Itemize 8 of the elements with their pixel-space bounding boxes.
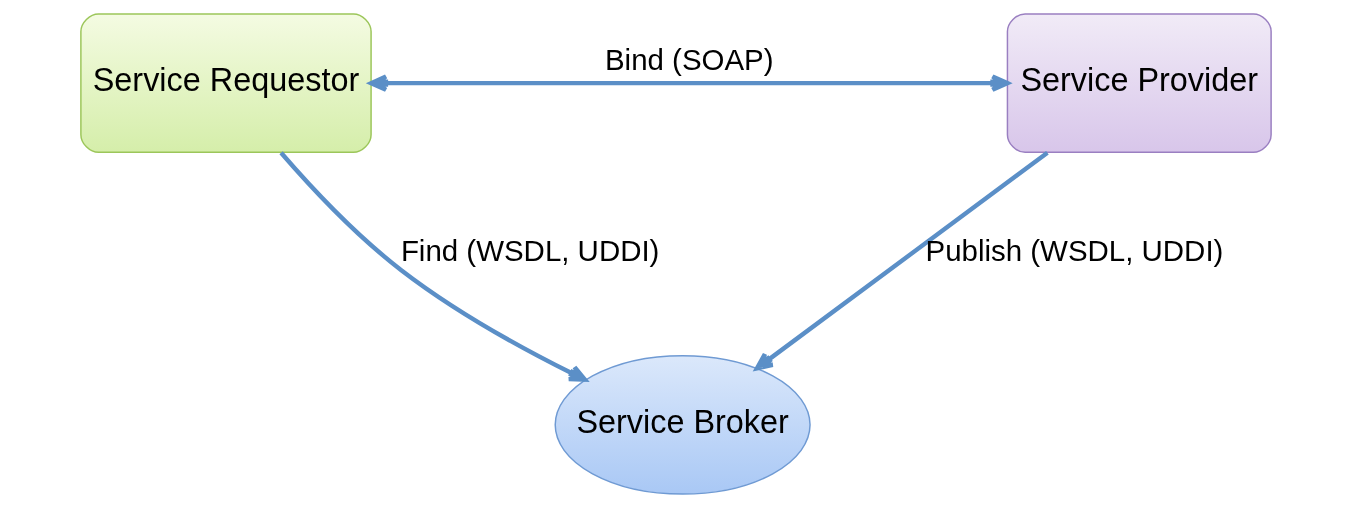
node-ellipse: Service Broker (553, 354, 811, 495)
node-box: Service Provider (1006, 13, 1272, 154)
edge-label: Find (WSDL, UDDI) (400, 234, 659, 268)
node-box: Service Requestor (79, 13, 372, 154)
arrow (278, 151, 587, 382)
edge-label: Bind (SOAP) (604, 42, 774, 76)
arrow (754, 151, 1049, 371)
edge-label: Publish (WSDL, UDDI) (925, 234, 1223, 268)
